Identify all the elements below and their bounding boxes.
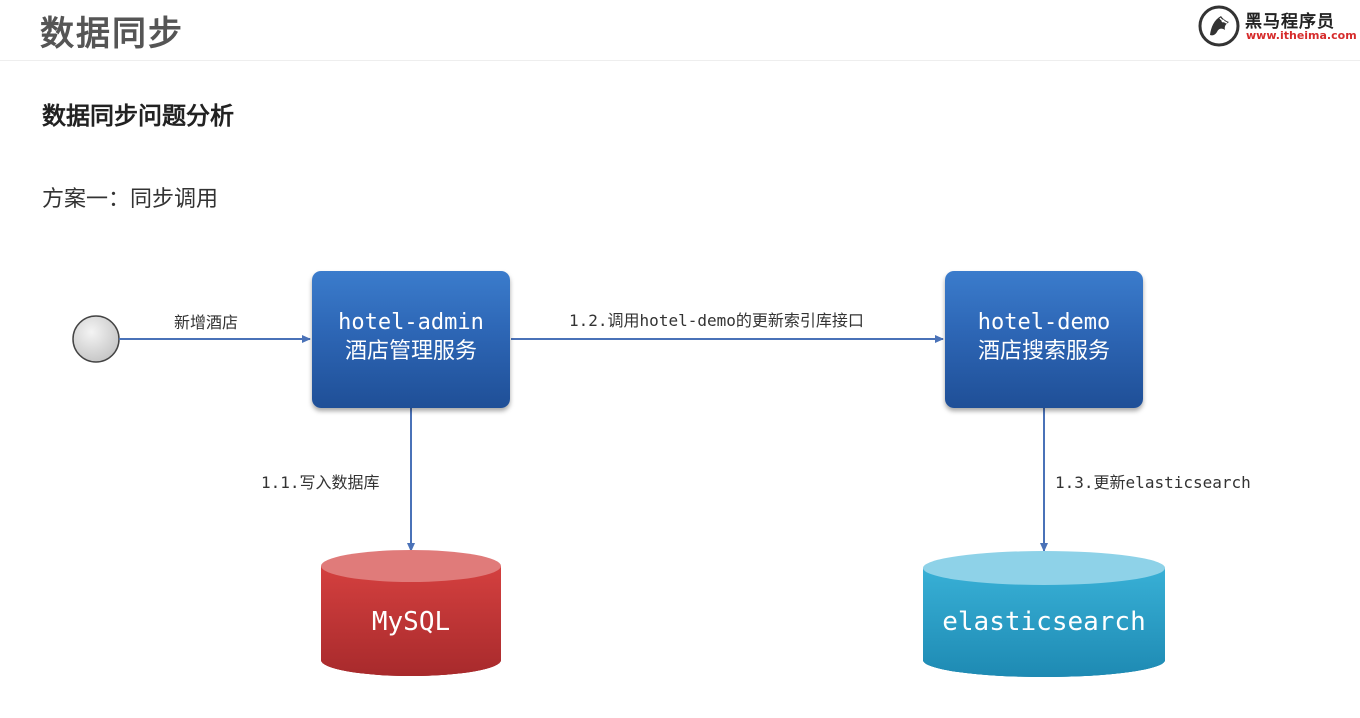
- service-description: 酒店管理服务: [344, 339, 477, 364]
- start-node: [72, 315, 120, 363]
- brand-logo: 黑马程序员 www.itheima.com: [1198, 4, 1357, 48]
- edge-label-text: 更新: [1093, 473, 1126, 492]
- edge-label-update-es: 1.3.更新elasticsearch: [1055, 469, 1251, 493]
- horse-head-icon: [1198, 5, 1240, 47]
- edge-label-text: 调用: [607, 311, 640, 330]
- edge-step-number: 1.2.: [569, 311, 608, 330]
- service-hotel-admin: hotel-admin 酒店管理服务: [312, 271, 510, 408]
- edge-label-code: elasticsearch: [1125, 473, 1251, 492]
- elasticsearch-database: [923, 551, 1165, 677]
- header-bar: 数据同步 黑马程序员 www.itheima.com: [0, 0, 1360, 61]
- service-hotel-demo: hotel-demo 酒店搜索服务: [945, 271, 1143, 408]
- edge-label-suffix: 的更新索引库接口: [735, 311, 864, 330]
- edge-label-text: 新增酒店: [174, 313, 239, 332]
- brand-url: www.itheima.com: [1246, 29, 1357, 42]
- mysql-database: [321, 550, 501, 676]
- edge-label-code: hotel-demo: [639, 311, 736, 330]
- service-name: hotel-demo: [977, 310, 1111, 335]
- mysql-label: MySQL: [371, 607, 451, 637]
- edge-label-add-hotel: 新增酒店: [174, 309, 238, 333]
- brand-name: 黑马程序员: [1245, 12, 1335, 32]
- edge-label-text: 写入数据库: [299, 473, 380, 492]
- edge-label-call-demo: 1.2.调用hotel-demo的更新索引库接口: [569, 307, 864, 331]
- page-title: 数据同步: [40, 14, 184, 54]
- edge-label-write-db: 1.1.写入数据库: [261, 469, 380, 493]
- edge-step-number: 1.3.: [1055, 473, 1094, 492]
- service-description: 酒店搜索服务: [977, 339, 1110, 364]
- elasticsearch-label: elasticsearch: [942, 607, 1146, 637]
- scheme-title: 方案一：同步调用: [42, 187, 219, 212]
- section-title: 数据同步问题分析: [42, 102, 234, 130]
- service-name: hotel-admin: [338, 310, 484, 335]
- edge-step-number: 1.1.: [261, 473, 300, 492]
